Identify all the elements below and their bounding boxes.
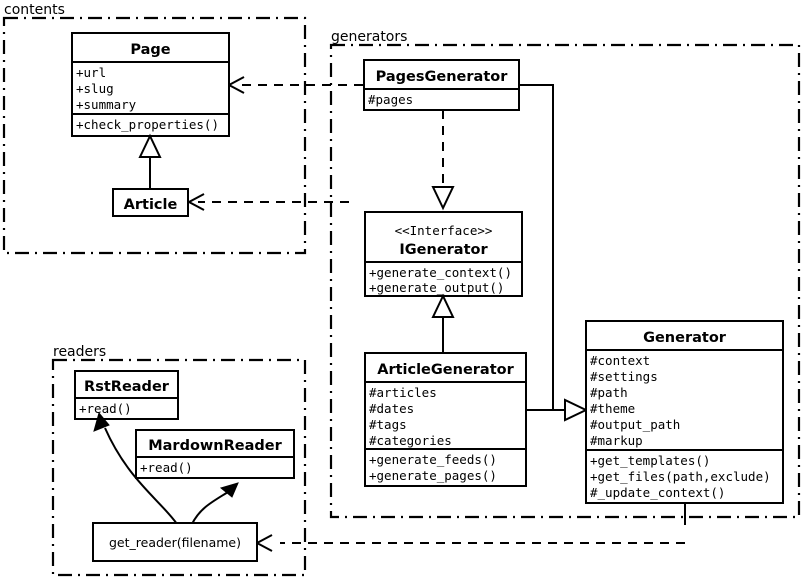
- hollow-triangle-icon: [138, 133, 162, 158]
- package-readers-label: readers: [53, 344, 106, 360]
- relation-articlegenerator-to-generator: [526, 398, 589, 422]
- creates-curve: [191, 491, 229, 525]
- class-mardownreader-box[interactable]: [135, 429, 295, 479]
- class-article-name: Article: [124, 197, 178, 213]
- class-rstreader-name: RstReader: [84, 379, 170, 395]
- class-generator-attribute: #context: [590, 353, 650, 368]
- package-generators-label: generators: [331, 29, 407, 45]
- function-get-reader-box[interactable]: [92, 522, 258, 562]
- package-generators: generators: [329, 29, 801, 519]
- class-generator-attribute: #path: [590, 385, 628, 400]
- class-page-attribute: +slug: [76, 81, 114, 96]
- relation-article-to-page: [138, 133, 162, 190]
- open-arrowhead-icon: [226, 76, 245, 94]
- class-rstreader-method: +read(): [79, 401, 132, 416]
- package-readers: readers: [51, 344, 307, 577]
- creates-curve: [104, 427, 178, 525]
- class-generator-attribute: #output_path: [590, 417, 680, 432]
- class-rstreader-box[interactable]: [74, 370, 179, 420]
- filled-arrowhead-icon: [219, 482, 239, 498]
- class-pagesgenerator-box[interactable]: [363, 59, 520, 111]
- class-generator-attribute: #settings: [590, 369, 658, 384]
- class-igenerator-stereotype: <<Interface>>: [395, 223, 493, 238]
- class-articlegenerator-name: ArticleGenerator: [377, 362, 514, 378]
- class-article-box[interactable]: [112, 188, 189, 217]
- class-igenerator-box[interactable]: [364, 211, 523, 297]
- class-page[interactable]: Page +url +slug +summary +check_properti…: [71, 32, 230, 137]
- class-articlegenerator-attribute: #categories: [369, 433, 452, 448]
- class-igenerator-name: IGenerator: [399, 242, 488, 258]
- class-articlegenerator-attribute: #dates: [369, 401, 414, 416]
- class-article[interactable]: Article: [112, 188, 189, 217]
- class-pagesgenerator-attribute: #pages: [368, 92, 413, 107]
- class-generator-method: #_update_context(): [590, 485, 725, 500]
- relation-getreader-to-rstreader: [93, 411, 178, 525]
- class-igenerator-method: +generate_output(): [369, 280, 504, 295]
- class-generator-attribute: #theme: [590, 401, 635, 416]
- package-contents-border: [2, 16, 307, 255]
- class-page-attribute: +summary: [76, 97, 137, 112]
- class-rstreader[interactable]: RstReader +read(): [74, 370, 179, 420]
- package-contents: contents: [2, 2, 307, 255]
- class-mardownreader-method: +read(): [140, 460, 193, 475]
- class-igenerator[interactable]: <<Interface>> IGenerator +generate_conte…: [364, 211, 523, 297]
- class-pagesgenerator[interactable]: PagesGenerator #pages: [363, 59, 520, 111]
- open-arrowhead-icon: [254, 534, 273, 552]
- class-generator-attribute: #markup: [590, 433, 643, 448]
- function-get-reader[interactable]: get_reader(filename): [92, 522, 258, 562]
- relation-pagesgenerator-to-igenerator: [431, 110, 455, 211]
- function-get-reader-label: get_reader(filename): [109, 535, 241, 550]
- hollow-triangle-icon: [431, 186, 455, 211]
- class-mardownreader[interactable]: MardownReader +read(): [135, 429, 295, 479]
- package-contents-label: contents: [4, 2, 65, 18]
- class-generator-method: +get_templates(): [590, 453, 710, 468]
- class-articlegenerator-box[interactable]: [364, 352, 527, 487]
- class-page-attribute: +url: [76, 65, 106, 80]
- relation-generators-to-article: [186, 193, 349, 211]
- class-articlegenerator-attribute: #articles: [369, 385, 437, 400]
- class-articlegenerator-method: +generate_pages(): [369, 468, 497, 483]
- class-igenerator-method: +generate_context(): [369, 265, 512, 280]
- filled-arrowhead-icon: [93, 411, 110, 432]
- relation-pagesgenerator-to-page: [226, 76, 363, 94]
- class-generator[interactable]: Generator #context #settings #path #them…: [585, 320, 784, 504]
- class-generator-name: Generator: [643, 330, 727, 346]
- class-generator-method: +get_files(path,exclude): [590, 469, 771, 484]
- relation-generator-to-getreader: [254, 503, 686, 552]
- package-generators-border: [329, 43, 801, 519]
- class-pagesgenerator-name: PagesGenerator: [376, 69, 509, 85]
- hollow-triangle-icon: [431, 293, 455, 318]
- relation-getreader-to-mardownreader: [191, 482, 239, 525]
- class-articlegenerator-attribute: #tags: [369, 417, 407, 432]
- package-readers-border: [51, 358, 307, 577]
- class-page-name: Page: [130, 42, 170, 58]
- class-page-method: +check_properties(): [76, 117, 219, 132]
- class-articlegenerator-method: +generate_feeds(): [369, 452, 497, 467]
- relation-articlegenerator-to-igenerator: [431, 293, 455, 353]
- hollow-triangle-icon: [564, 398, 589, 422]
- class-articlegenerator[interactable]: ArticleGenerator #articles #dates #tags …: [364, 352, 527, 487]
- class-mardownreader-name: MardownReader: [148, 438, 282, 454]
